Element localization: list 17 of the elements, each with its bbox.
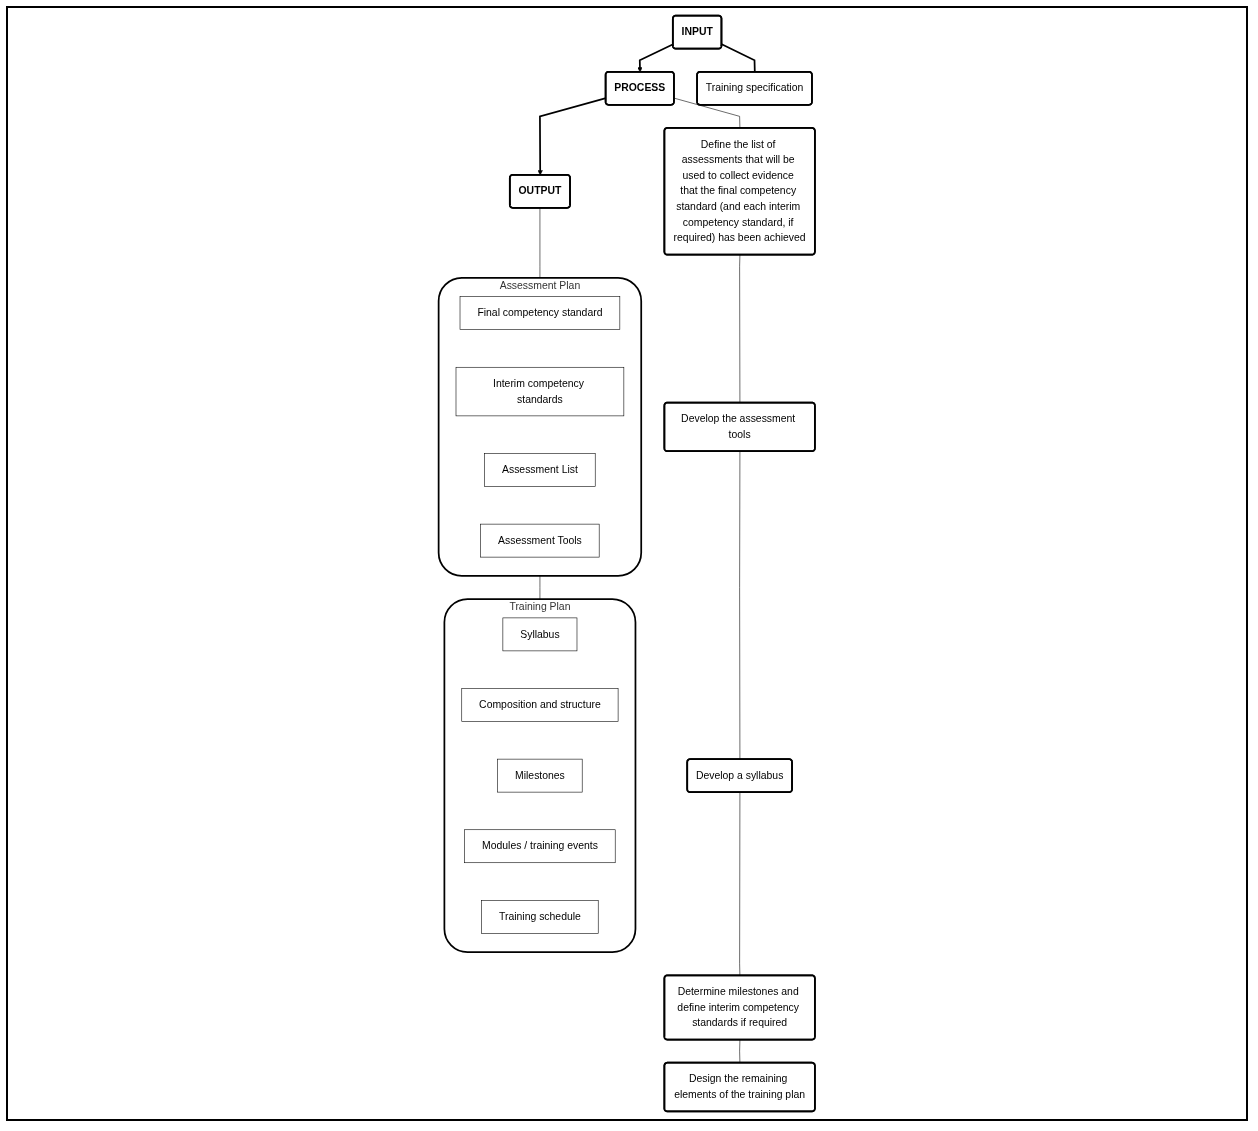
connector bbox=[739, 451, 741, 760]
connector bbox=[674, 97, 741, 129]
connector bbox=[721, 43, 756, 73]
node-box: Final competency standard bbox=[459, 296, 621, 330]
connector bbox=[739, 1039, 741, 1064]
node-box: Syllabus bbox=[502, 617, 578, 652]
node-box: Assessment List bbox=[484, 453, 596, 487]
node-box: Composition and structure bbox=[461, 688, 619, 722]
connector bbox=[539, 575, 541, 600]
node-box: Interim competency standards bbox=[455, 367, 625, 417]
node-box: Training schedule bbox=[481, 900, 599, 934]
connector bbox=[739, 792, 741, 976]
connector bbox=[739, 254, 741, 404]
node-box: Milestones bbox=[497, 758, 583, 793]
connector bbox=[539, 207, 541, 279]
node-box: Assessment Tools bbox=[480, 523, 600, 558]
node-box: Modules / training events bbox=[464, 829, 616, 864]
